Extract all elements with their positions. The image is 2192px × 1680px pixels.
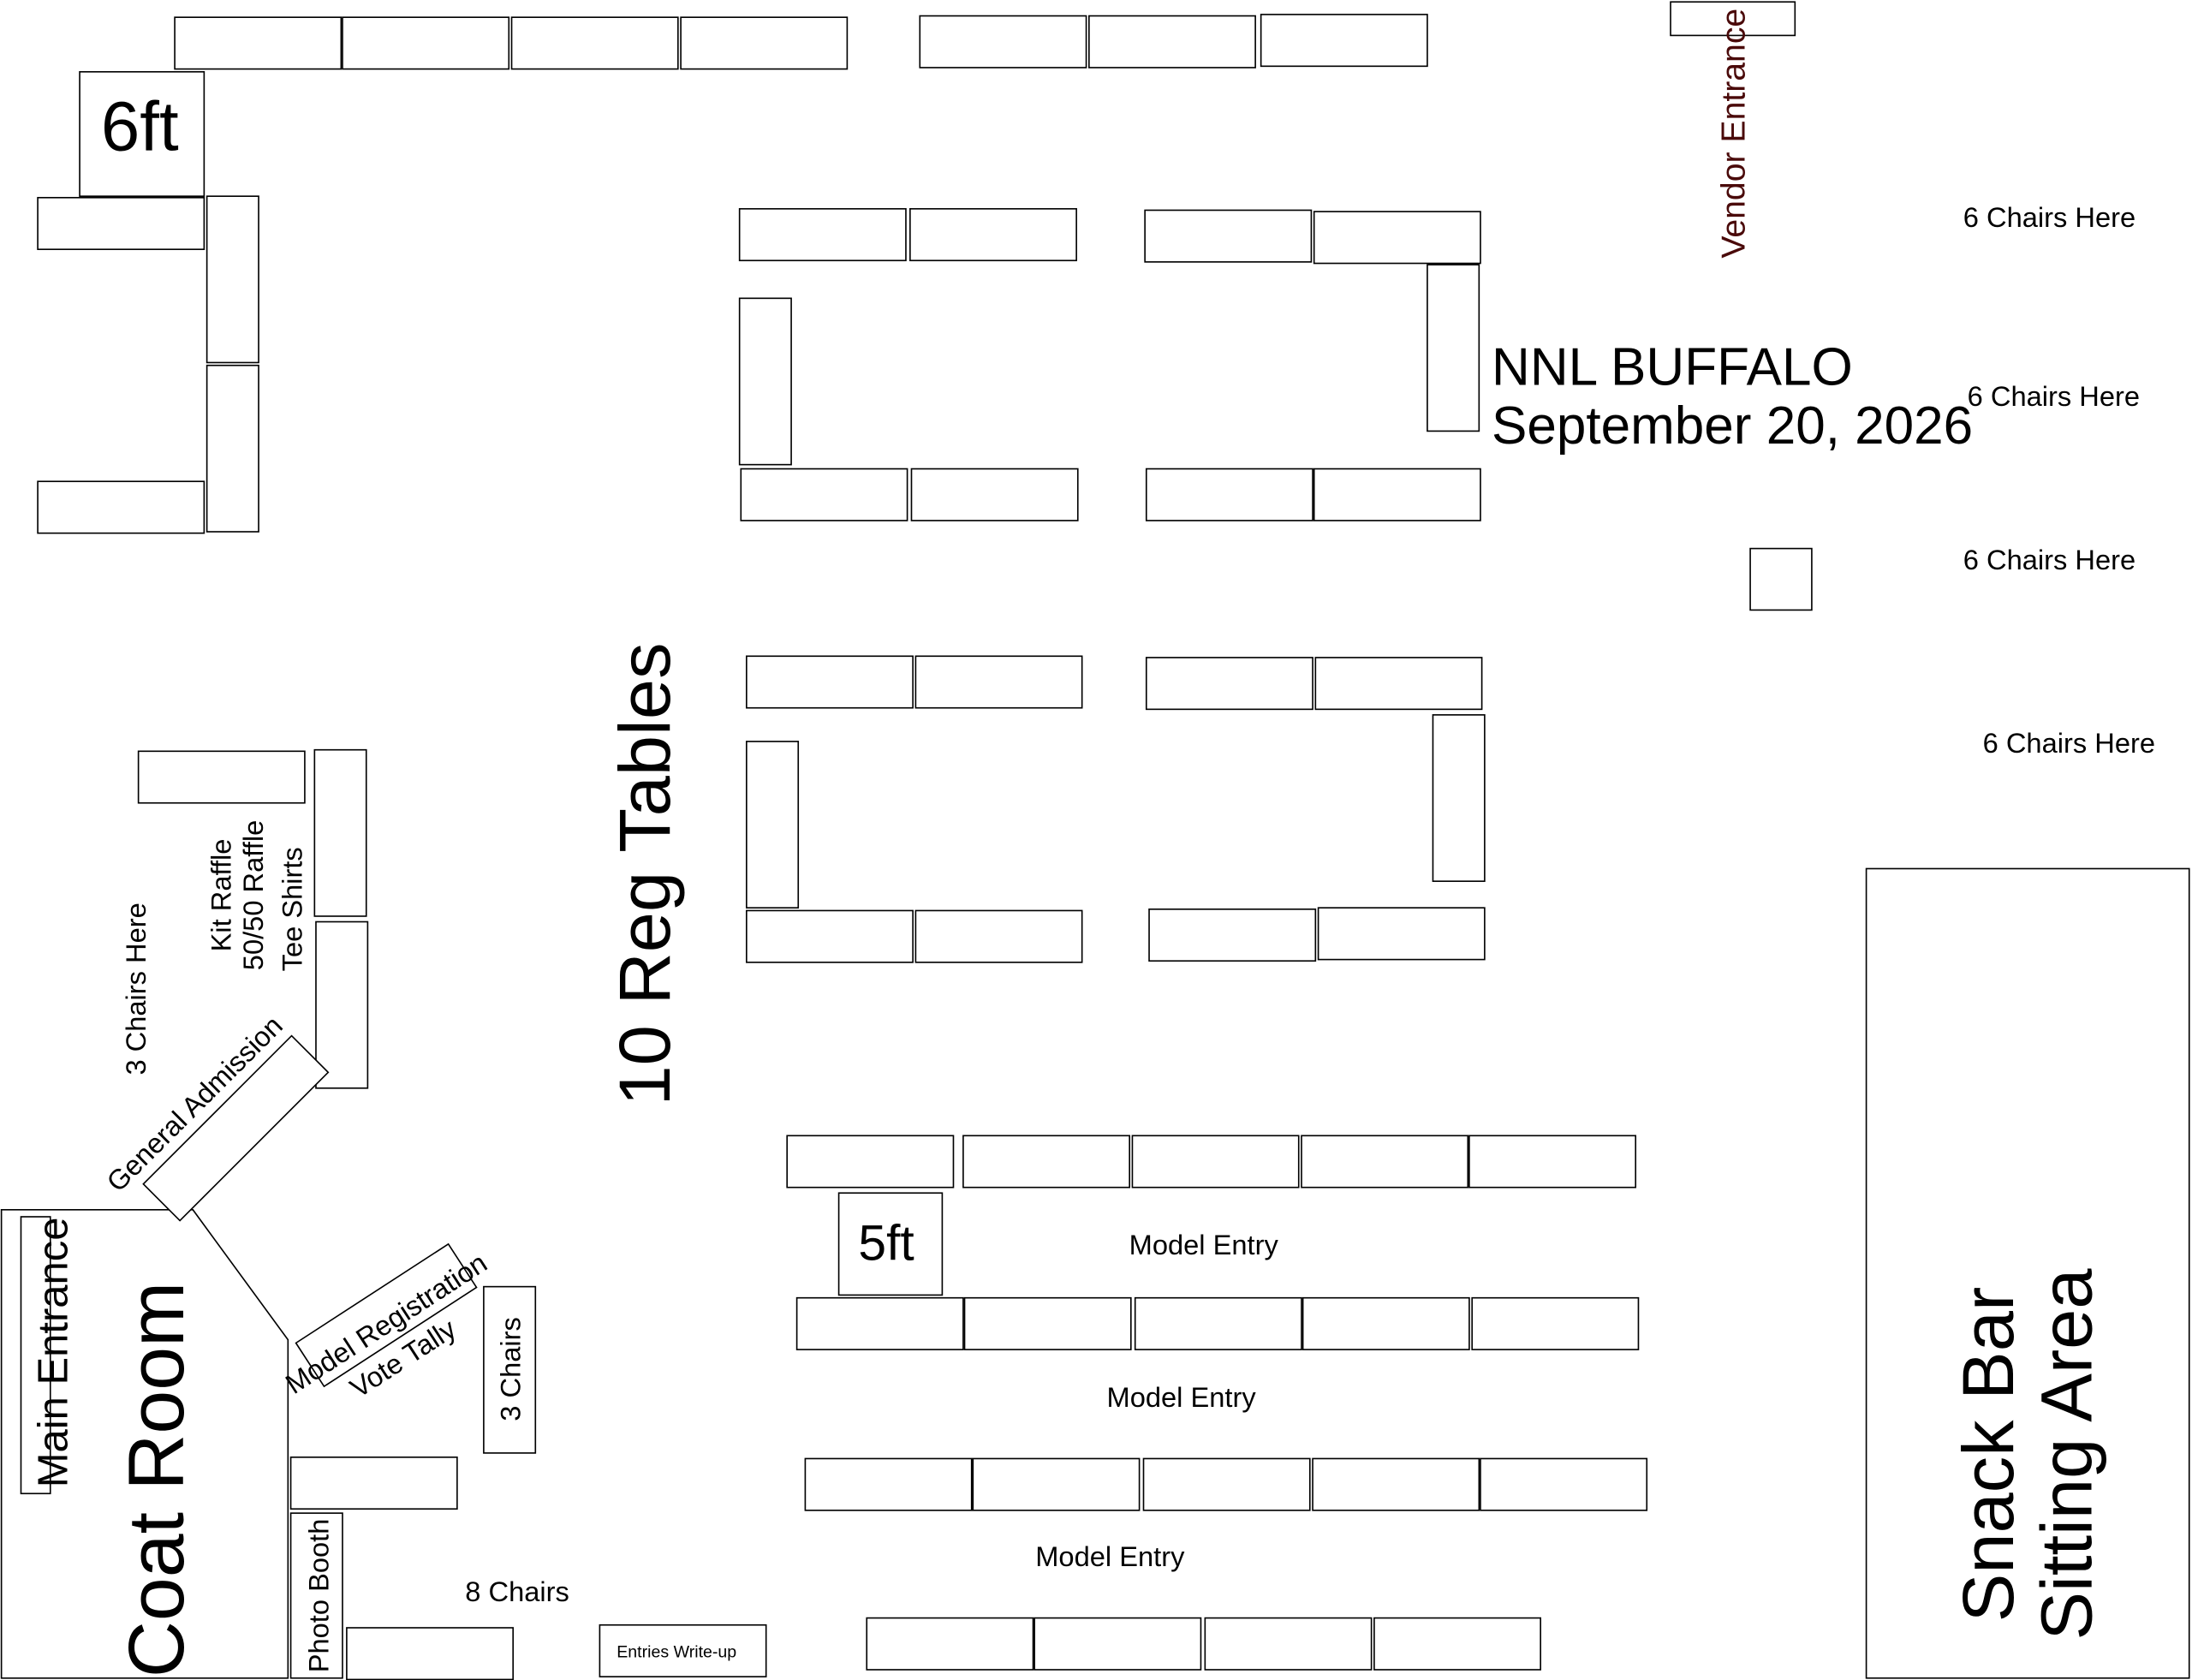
fifty-raffle-label: 50/50 Raffle	[237, 820, 269, 970]
main-entrance-door	[20, 1216, 51, 1495]
main-entrance-label: Main Entrance	[30, 1217, 76, 1487]
six-ft-label: 6ft	[101, 87, 179, 165]
vendor-entrance-door	[1670, 1, 1796, 37]
table	[738, 297, 792, 466]
coat-room-area	[0, 1209, 289, 1679]
model-entry-label: Model Entry	[1129, 1229, 1279, 1260]
coat-room-label: Coat Room	[113, 1282, 200, 1677]
chairs-here-label: 6 Chairs Here	[1968, 380, 2140, 412]
table	[680, 16, 849, 70]
kit-raffle-label: Kit Raffle	[205, 839, 236, 952]
snack-bar-label: Snack Bar	[1947, 1287, 2028, 1623]
table	[1317, 907, 1486, 961]
table	[1373, 1617, 1541, 1671]
table	[137, 750, 306, 804]
table	[1471, 1296, 1640, 1350]
table	[746, 655, 914, 709]
table	[1468, 1135, 1637, 1189]
five-ft-table	[837, 1192, 944, 1296]
vendor-entrance-label: Vendor Entrance	[1716, 9, 1753, 259]
table	[37, 480, 206, 534]
reg-tables-label: 10 Reg Tables	[604, 642, 685, 1105]
model-entry-label: Model Entry	[1107, 1381, 1257, 1413]
table	[37, 196, 206, 251]
three-chairs-area	[483, 1285, 537, 1454]
table	[1260, 14, 1428, 68]
five-ft-label: 5ft	[858, 1216, 914, 1272]
table	[1312, 1457, 1480, 1511]
table	[746, 741, 800, 909]
table	[1313, 468, 1481, 521]
three-chairs-label: 3 Chairs	[494, 1317, 526, 1421]
table	[289, 1457, 458, 1510]
table	[963, 1296, 1132, 1350]
table	[1145, 657, 1313, 711]
table	[1033, 1617, 1202, 1671]
table	[1314, 657, 1483, 711]
table	[866, 1617, 1034, 1671]
photo-booth-area	[289, 1512, 343, 1679]
model-registration-table	[295, 1242, 478, 1388]
table	[910, 468, 1079, 521]
table	[1432, 714, 1486, 882]
chairs-here-label: 6 Chairs Here	[1963, 544, 2135, 575]
table	[174, 16, 342, 70]
sitting-area-label: Sitting Area	[2025, 1268, 2106, 1641]
table	[510, 16, 679, 70]
table	[919, 15, 1087, 69]
table	[1301, 1135, 1469, 1189]
table	[342, 16, 510, 70]
three-chairs-here-label: 3 Chairs Here	[120, 903, 152, 1075]
table	[346, 1627, 514, 1680]
photo-booth-label: Photo Booth	[303, 1519, 335, 1673]
table	[740, 468, 908, 521]
table	[962, 1135, 1130, 1189]
table	[746, 909, 914, 963]
table	[1480, 1457, 1648, 1511]
table	[1313, 211, 1481, 265]
table	[315, 920, 369, 1089]
table	[786, 1135, 955, 1189]
table	[1145, 468, 1313, 521]
table	[1204, 1617, 1373, 1671]
table	[914, 655, 1083, 709]
table	[206, 195, 259, 364]
event-title: NNL BUFFALO	[1492, 338, 1853, 397]
table	[914, 909, 1083, 963]
table	[1131, 1135, 1300, 1189]
table	[1144, 209, 1313, 263]
eight-chairs-label: 8 Chairs	[465, 1576, 569, 1607]
table	[804, 1457, 973, 1511]
general-admission-table	[142, 1034, 330, 1222]
table	[206, 364, 259, 533]
table	[972, 1457, 1141, 1511]
tee-shirts-label: Tee Shirts	[277, 847, 308, 971]
table	[1142, 1457, 1311, 1511]
event-date: September 20, 2026	[1492, 396, 1973, 456]
table	[1302, 1296, 1470, 1350]
table	[795, 1296, 964, 1350]
chairs-here-label: 6 Chairs Here	[1983, 727, 2155, 759]
chairs-here-label: 6 Chairs Here	[1963, 201, 2135, 233]
table	[1427, 264, 1480, 432]
table	[1088, 15, 1256, 69]
snack-bar-area	[1865, 867, 2190, 1679]
table	[909, 208, 1077, 262]
entries-writeup-label: Entries Write-up	[616, 1642, 736, 1661]
entries-writeup-table	[599, 1623, 767, 1677]
six-ft-table	[79, 71, 206, 197]
table	[313, 748, 367, 917]
table	[1134, 1296, 1302, 1350]
tables-layer	[37, 14, 1648, 1680]
table	[1148, 909, 1317, 962]
small-square-table	[1749, 547, 1813, 611]
table	[738, 208, 907, 262]
model-entry-label: Model Entry	[1035, 1540, 1185, 1572]
